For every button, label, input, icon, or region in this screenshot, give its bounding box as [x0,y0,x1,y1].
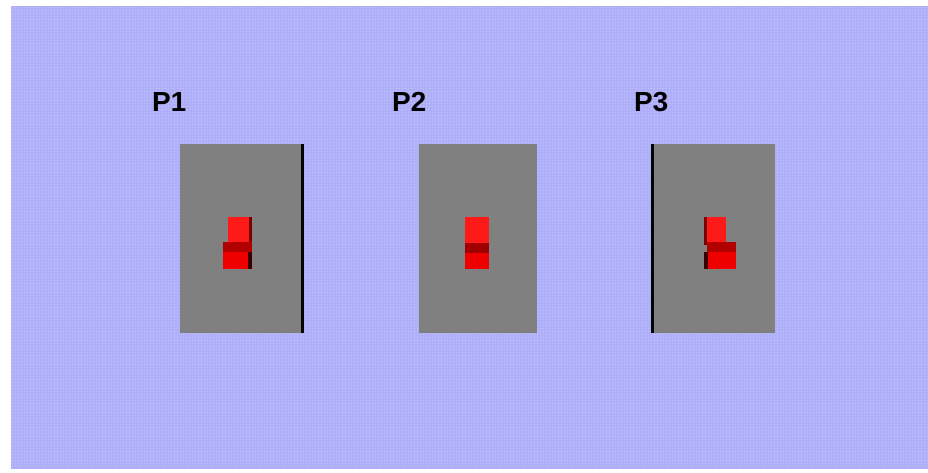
switch-rocker-top [707,217,726,242]
switch-plate-p1 [180,144,304,333]
panel-label-p3: P3 [634,86,669,117]
scene-background: P1 P2 P3 [11,6,928,469]
panel-label-p2: P2 [392,86,427,117]
panel-label-p1: P1 [152,86,187,117]
switch-rocker-shadow [704,217,707,245]
switch-plate-p2 [419,144,537,333]
switch-rocker-edge [249,217,252,245]
switch-rocker-middle [707,242,736,252]
switch-rocker-shadow [248,252,252,269]
switch-rocker-edge [704,252,708,269]
switch-plate-p3 [651,144,775,333]
switch-rocker-bottom [465,253,489,269]
switch-rocker-top [465,217,489,243]
switch-rocker-middle [465,243,489,253]
toggle-switch-p1[interactable] [220,215,252,273]
switch-rocker-bottom [708,252,736,269]
toggle-switch-p2[interactable] [462,215,492,273]
toggle-switch-p3[interactable] [704,215,736,273]
switch-rocker-top [228,217,249,242]
switch-rocker-bottom [223,252,248,269]
switch-rocker-middle [223,242,252,252]
